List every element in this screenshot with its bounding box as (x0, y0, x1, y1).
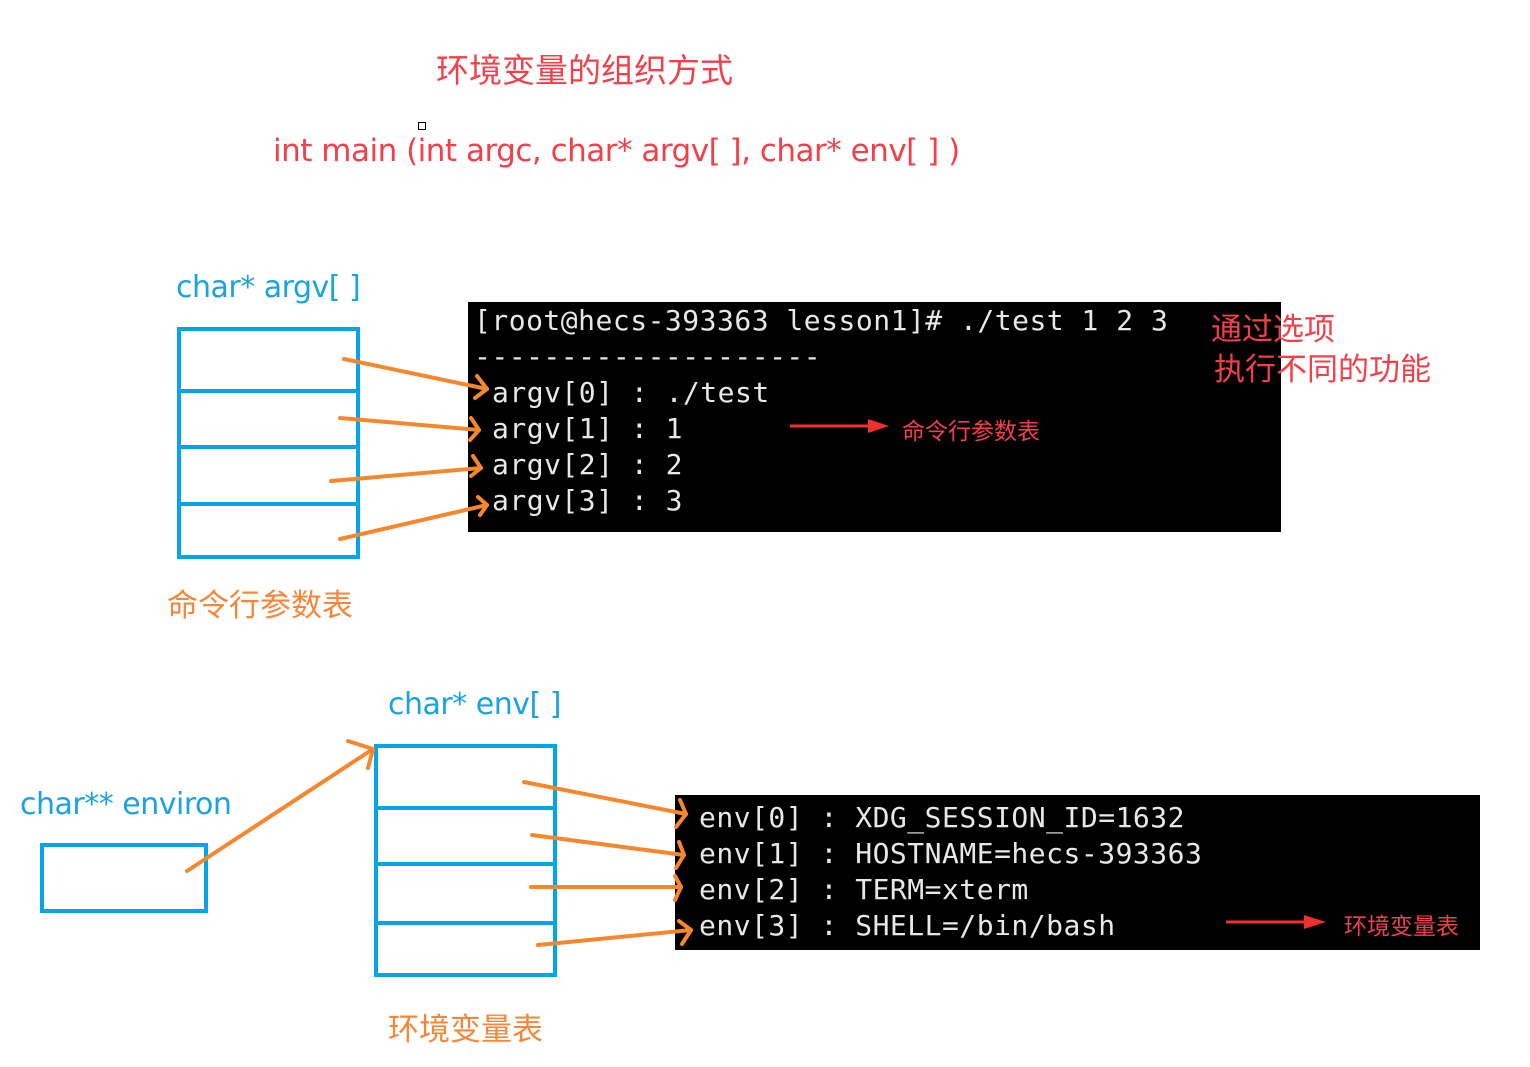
env-table-caption: 环境变量表 (388, 1012, 543, 1048)
env-line-2: env[2] : TERM=xterm (699, 873, 1029, 906)
env-line-3: env[3] : SHELL=/bin/bash (699, 909, 1116, 942)
argv-arrow-0 (342, 357, 489, 400)
argv-cell-1 (181, 389, 356, 449)
environ-arrow (185, 739, 375, 873)
argv-pointer-note: 命令行参数表 (902, 419, 1040, 445)
argv-terminal-output: [root@hecs-393363 lesson1]# ./test 1 2 3… (468, 302, 1281, 532)
env-cell-2 (378, 862, 553, 925)
env-array-label: char* env[ ] (388, 687, 561, 722)
argv-table-caption: 命令行参数表 (167, 588, 353, 624)
main-signature: int main (int argc, char* argv[ ], char*… (273, 133, 960, 169)
terminal-prompt-line: [root@hecs-393363 lesson1]# ./test 1 2 3 (474, 304, 1169, 337)
argv-cell-0 (181, 331, 356, 393)
argv-arrow-1 (338, 416, 481, 442)
env-arrow-3 (536, 919, 693, 947)
cursor-marker-icon (418, 122, 426, 130)
env-note-arrow (1226, 915, 1326, 929)
diagram-title: 环境变量的组织方式 (436, 51, 733, 90)
argv-cell-2 (181, 445, 356, 506)
env-terminal-output: env[0] : XDG_SESSION_ID=1632 env[1] : HO… (675, 795, 1480, 950)
env-array-box (374, 744, 557, 977)
environ-pointer-box (40, 843, 208, 913)
argv-arrow-3 (338, 495, 489, 541)
env-line-1: env[1] : HOSTNAME=hecs-393363 (699, 837, 1203, 870)
terminal-separator: -------------------- (474, 340, 822, 373)
argv-array-box (177, 327, 360, 559)
env-line-0: env[0] : XDG_SESSION_ID=1632 (699, 801, 1186, 834)
env-arrow-2 (529, 874, 683, 902)
options-annotation-line-2: 执行不同的功能 (1214, 352, 1431, 388)
env-cell-0 (378, 748, 553, 810)
env-pointer-note: 环境变量表 (1344, 914, 1459, 940)
argv-arrow-2 (329, 454, 483, 483)
env-cell-1 (378, 806, 553, 866)
env-arrow-0 (522, 780, 688, 829)
argv-line-2: argv[2] : 2 (492, 448, 683, 481)
options-annotation-line-1: 通过选项 (1211, 312, 1335, 348)
argv-line-0: argv[0] : ./test (492, 376, 770, 409)
environ-label: char** environ (20, 787, 232, 822)
env-arrow-1 (530, 833, 686, 870)
argv-note-arrow (790, 419, 889, 433)
argv-line-1: argv[1] : 1 (492, 412, 683, 445)
argv-array-label: char* argv[ ] (176, 270, 361, 305)
argv-line-3: argv[3] : 3 (492, 484, 683, 517)
